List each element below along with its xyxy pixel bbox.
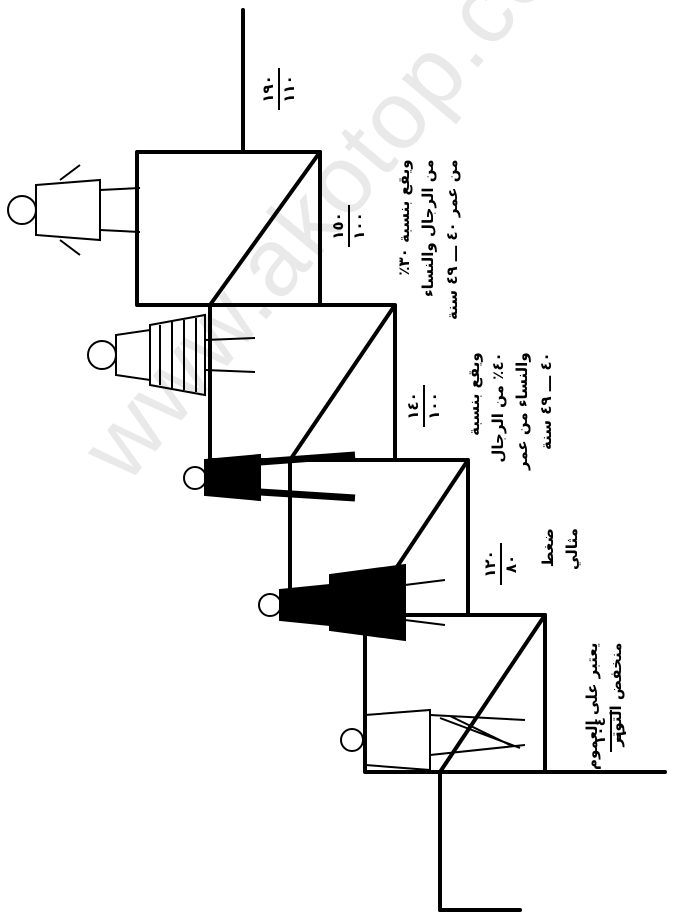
figure-man-top: [7, 164, 141, 256]
caption-thirty-line-2: من الرجال والنساء: [419, 159, 437, 298]
step-4: [208, 303, 397, 462]
caption-thirty-line-1: ويقع بنسبة ٣٠٪: [395, 159, 413, 276]
caption-forty: ويقع بنسبة ٤٠٪ من الرجال والنساء من عمر …: [462, 352, 558, 470]
caption-thirty-line-3: من عمر ٤٠ ـــ ٤٩ سنة: [443, 159, 461, 320]
caption-ideal-line-1: ضغط: [539, 528, 557, 568]
figure-woman-striped: [87, 313, 256, 397]
caption-low: يعتبر على العموم منخفض التوتر: [580, 643, 628, 770]
caption-forty-line-2: ٤٠٪ من الرجال: [489, 352, 507, 463]
caption-forty-line-3: والنساء من عمر: [513, 352, 531, 470]
figure-man-dark: [183, 451, 356, 502]
caption-thirty: ويقع بنسبة ٣٠٪ من الرجال والنساء من عمر …: [392, 159, 464, 320]
figure-woman-dark: [258, 563, 446, 642]
caption-low-line-1: يعتبر على العموم: [583, 642, 601, 770]
caption-low-line-2: منخفض التوتر: [607, 642, 625, 747]
step-5: [135, 8, 322, 307]
step-1: [438, 613, 667, 912]
caption-ideal-line-2: مثالي: [563, 528, 581, 570]
caption-forty-line-1: ويقع بنسبة: [465, 352, 483, 436]
caption-forty-line-4: ٤٠ ـــ ٤٩ سنة: [537, 352, 555, 450]
caption-ideal: ضغط مثالي: [536, 528, 584, 570]
figure-man-light: [340, 708, 526, 772]
